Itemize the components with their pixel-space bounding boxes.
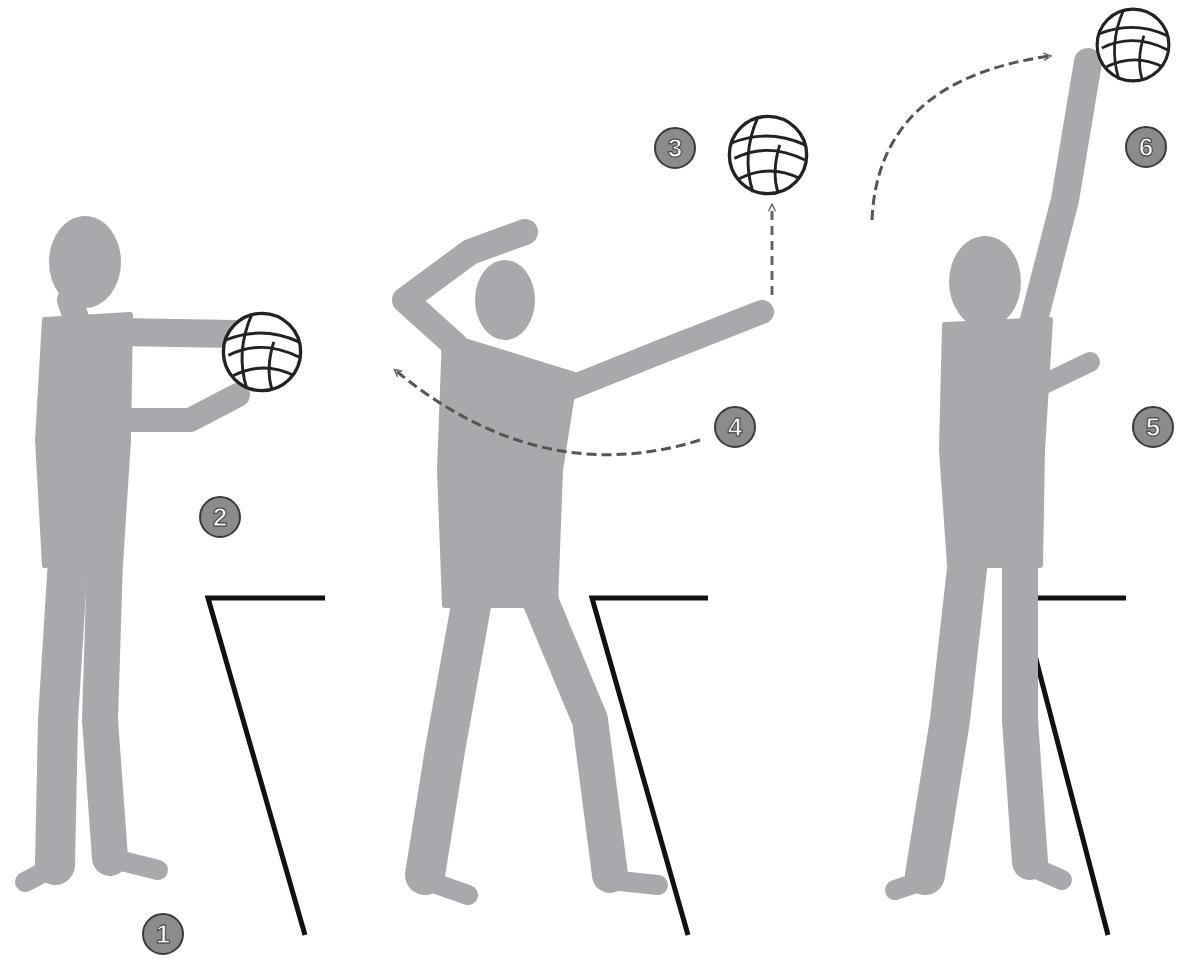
swing-arrow — [395, 370, 700, 455]
toss-arrow — [771, 205, 774, 295]
callout-number: 5 — [1132, 406, 1174, 448]
callout-number: 1 — [142, 913, 184, 955]
player-silhouette — [895, 62, 1090, 890]
volleyball — [729, 116, 806, 193]
player-silhouette — [405, 232, 762, 895]
callout-number: 2 — [199, 496, 241, 538]
hit-arrow — [872, 56, 1050, 220]
callout-number: 4 — [714, 406, 756, 448]
volleyball — [223, 313, 300, 390]
callout-number: 6 — [1125, 126, 1167, 168]
net-line — [208, 598, 1126, 935]
player-silhouette — [25, 216, 238, 882]
callout-number: 3 — [654, 127, 696, 169]
volleyball — [1097, 9, 1169, 81]
